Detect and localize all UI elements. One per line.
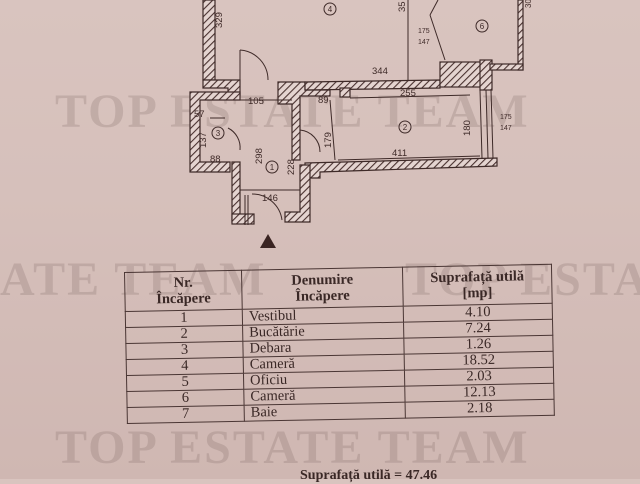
dim-146: 146 <box>262 193 278 204</box>
svg-text:2: 2 <box>403 123 408 132</box>
room-marker-3: 3 <box>211 126 225 140</box>
dim-175: 175 <box>500 114 512 121</box>
dim-255: 255 <box>400 88 416 99</box>
dim-105: 105 <box>248 96 264 107</box>
dim-329: 329 <box>214 12 225 28</box>
floor-plan: 4 6 3 2 1 344 105 89 255 57 88 146 411 1… <box>189 0 533 248</box>
wall <box>231 213 255 225</box>
header-nr: Nr.Încăpere <box>124 270 243 312</box>
wall <box>489 63 524 71</box>
room-marker-1: 1 <box>265 160 279 174</box>
dim-30: 30 <box>524 0 533 8</box>
cell-nr: 7 <box>127 405 245 424</box>
dim-228: 228 <box>286 159 297 175</box>
header-area: Suprafață utilă[mp] <box>402 264 553 307</box>
dim-57: 57 <box>194 109 205 120</box>
wall <box>517 0 524 71</box>
wall <box>284 164 311 223</box>
dim-179: 179 <box>323 132 334 148</box>
wall <box>189 91 241 173</box>
wall <box>202 0 216 81</box>
dim-147-top: 147 <box>418 39 430 46</box>
dim-147: 147 <box>500 125 512 132</box>
dim-137: 137 <box>198 132 209 148</box>
dim-411: 411 <box>392 148 407 159</box>
svg-text:4: 4 <box>328 5 333 14</box>
watermark: TOP ESTA <box>405 253 640 306</box>
wall <box>339 87 351 98</box>
dim-35: 35 <box>397 1 408 12</box>
wall <box>304 79 441 91</box>
dim-88: 88 <box>210 154 221 165</box>
wall <box>231 161 241 223</box>
cell-name: Baie <box>244 402 406 422</box>
watermark: TOP ESTATE TEAM <box>55 421 530 474</box>
wall <box>304 157 498 179</box>
dim-175-top: 175 <box>418 28 430 35</box>
svg-text:3: 3 <box>216 129 221 138</box>
room-marker-6: 6 <box>475 19 489 33</box>
dim-344: 344 <box>372 66 388 77</box>
cell-area: 2.18 <box>405 399 555 419</box>
dim-180: 180 <box>462 120 473 136</box>
dim-89: 89 <box>318 95 329 106</box>
room-marker-2: 2 <box>398 120 412 134</box>
svg-text:6: 6 <box>480 22 485 31</box>
total-area: Suprafață utilă = 47.46 <box>300 468 438 483</box>
entrance-arrow-icon <box>260 234 276 248</box>
room-marker-4: 4 <box>323 2 337 16</box>
dim-298: 298 <box>254 148 265 164</box>
svg-text:1: 1 <box>270 163 275 172</box>
watermark: ATE TEAM <box>0 253 267 306</box>
